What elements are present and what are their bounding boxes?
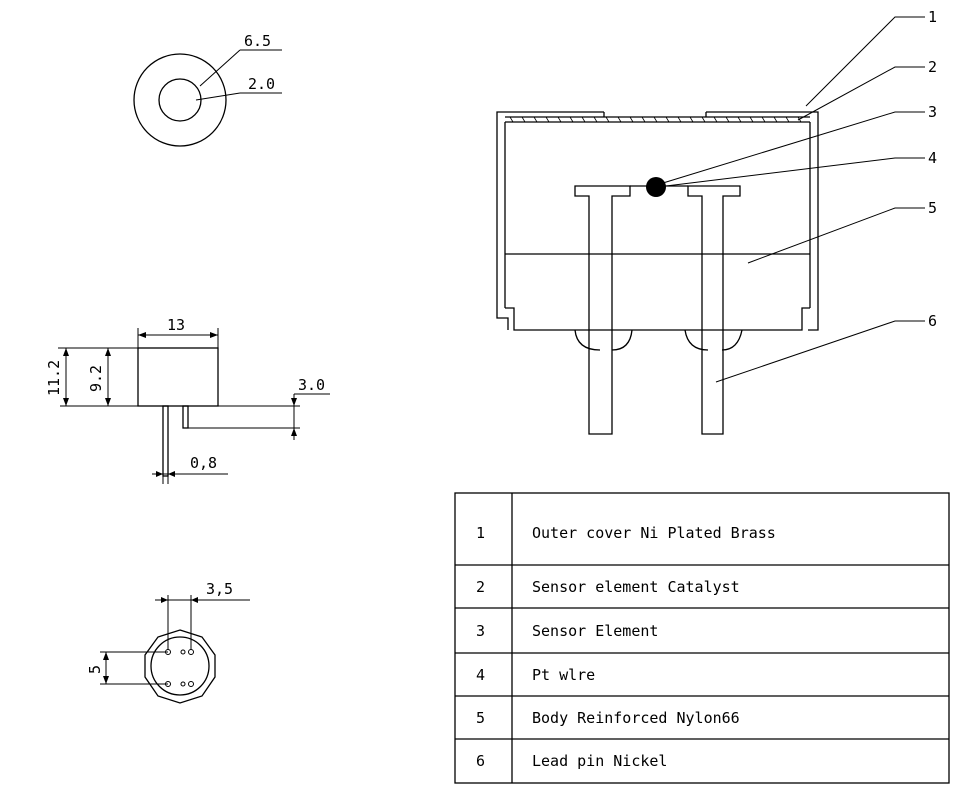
side-body <box>137 347 219 407</box>
callout-6: 6 <box>928 312 937 330</box>
table-cell-desc: Pt wlre <box>532 666 595 684</box>
side-pin-right <box>182 405 189 429</box>
callout-4: 4 <box>928 149 937 167</box>
lead-pin-left <box>574 185 631 435</box>
dim-pin-spacing-x: 3,5 <box>206 580 233 598</box>
table-cell-num: 6 <box>476 752 485 770</box>
bottom-pin <box>188 649 194 655</box>
dim-body-height: 9.2 <box>87 365 105 392</box>
inner-hatched-circle <box>158 78 202 122</box>
table-cell-num: 5 <box>476 709 485 727</box>
bottom-view: 3,5 5 <box>86 580 250 704</box>
table-cell-num: 3 <box>476 622 485 640</box>
table-cell-desc: Sensor Element <box>532 622 658 640</box>
side-pin-left <box>162 405 169 477</box>
dim-inner-diameter: 2.0 <box>248 75 275 93</box>
callout-2: 2 <box>928 58 937 76</box>
sensor-element-bead <box>646 177 666 197</box>
cross-section <box>496 111 819 435</box>
dim-outer-diameter: 6.5 <box>244 32 271 50</box>
dim-pin-diameter: 0,8 <box>190 454 217 472</box>
leader-2-0 <box>195 92 241 101</box>
dim-width: 13 <box>167 316 185 334</box>
table-cell-desc: Sensor element Catalyst <box>532 578 740 596</box>
table-row: 3 Sensor Element <box>476 622 658 640</box>
callout-leader-1 <box>805 16 925 107</box>
table-row: 6 Lead pin Nickel <box>476 752 667 770</box>
parts-table: 1 Outer cover Ni Plated Brass 2 Sensor e… <box>454 492 950 784</box>
table-row: 1 Outer cover Ni Plated Brass <box>476 524 776 542</box>
bottom-outline-inner <box>150 636 210 696</box>
bottom-pin <box>188 681 194 687</box>
table-cell-num: 1 <box>476 524 485 542</box>
table-cell-desc: Outer cover Ni Plated Brass <box>532 524 776 542</box>
dim-total-height: 11.2 <box>45 360 63 396</box>
table-cell-desc: Body Reinforced Nylon66 <box>532 709 740 727</box>
table-row: 2 Sensor element Catalyst <box>476 578 740 596</box>
outer-cover-right <box>706 111 819 331</box>
callout-leader-5 <box>747 207 925 264</box>
table-cell-desc: Lead pin Nickel <box>532 752 667 770</box>
outer-cover-left <box>496 111 604 330</box>
table-row: 4 Pt wlre <box>476 666 595 684</box>
lead-pin-right <box>687 185 741 435</box>
leader-6-5 <box>199 49 241 87</box>
callout-3: 3 <box>928 103 937 121</box>
outer-circle <box>133 53 227 147</box>
table-cell-num: 4 <box>476 666 485 684</box>
catalyst-layer <box>509 116 802 123</box>
side-view: 13 9.2 11.2 3.0 0,8 <box>45 316 330 484</box>
table-cell-num: 2 <box>476 578 485 596</box>
dim-pin-spacing-y: 5 <box>86 665 104 674</box>
callout-leader-6 <box>715 320 925 383</box>
callout-leader-3 <box>662 111 925 184</box>
callout-5: 5 <box>928 199 937 217</box>
top-view: 6.5 2.0 <box>133 32 282 147</box>
callout-leader-2 <box>797 66 925 121</box>
dim-pin-length: 3.0 <box>298 376 325 394</box>
callout-leader-4 <box>665 157 925 187</box>
callouts: 1 2 3 4 5 6 <box>662 8 937 383</box>
callout-1: 1 <box>928 8 937 26</box>
bottom-outline-outer <box>144 629 216 704</box>
body-bottom <box>505 307 810 331</box>
table-row: 5 Body Reinforced Nylon66 <box>476 709 740 727</box>
